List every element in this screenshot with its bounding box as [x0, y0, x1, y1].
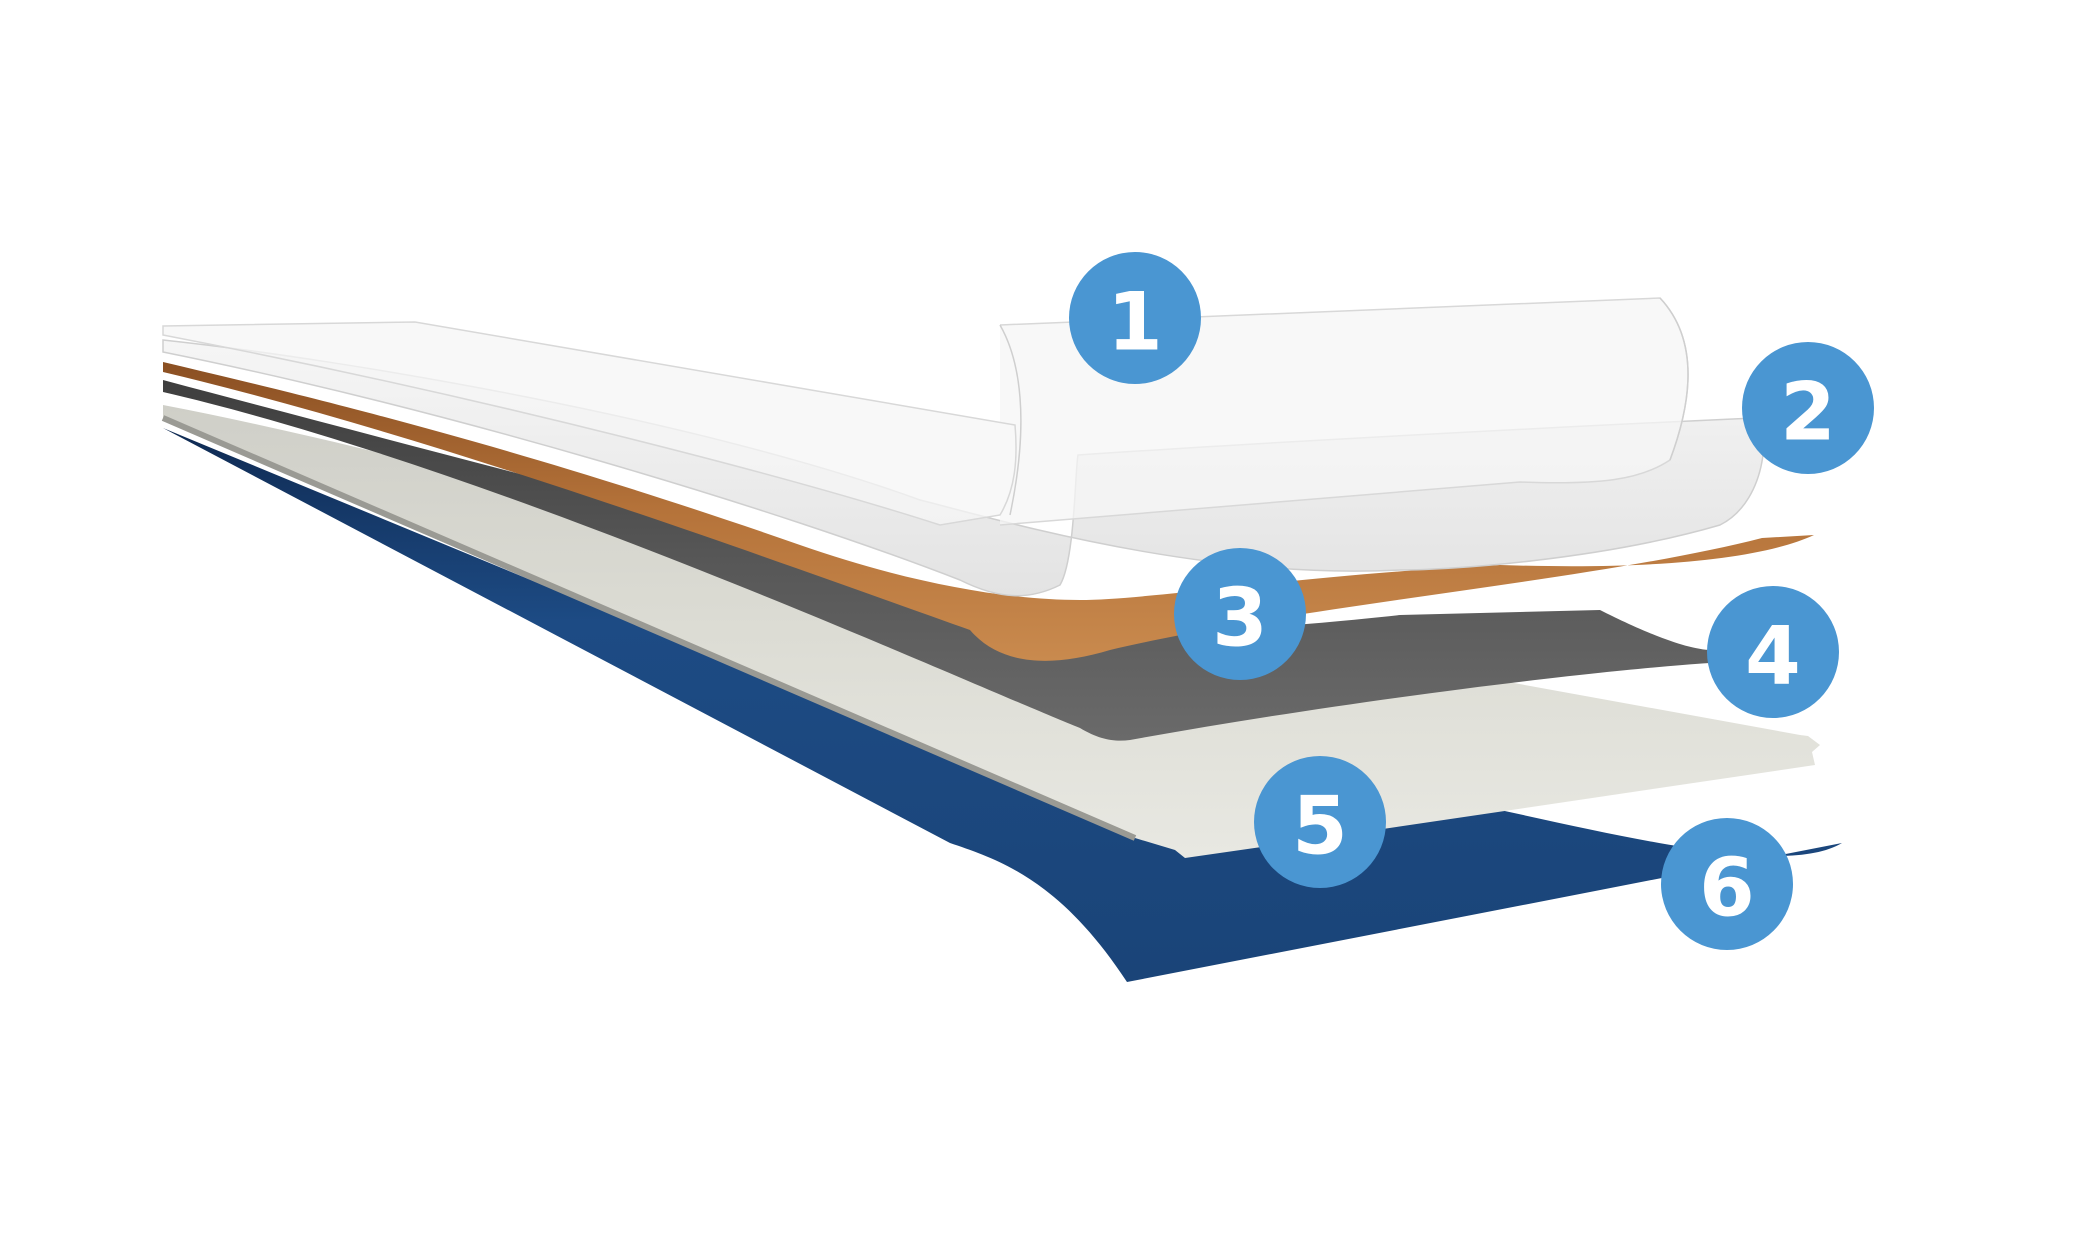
badge-number: 3 [1212, 572, 1268, 665]
badge-circle [1742, 342, 1874, 474]
layer-6-badge: 6 [1661, 818, 1793, 950]
badge-circle [1069, 252, 1201, 384]
layer-5-badge: 5 [1254, 756, 1386, 888]
layer-4-badge: 4 [1707, 586, 1839, 718]
layer-2-badge: 2 [1742, 342, 1874, 474]
badge-circle [1174, 548, 1306, 680]
layer-1-top-coat-curl [999, 297, 1689, 516]
layer-6-backing [163, 428, 1842, 982]
layer-3-badge: 3 [1174, 548, 1306, 680]
layer-3-decor [163, 362, 1814, 661]
layer-1-badge: 1 [1069, 252, 1201, 384]
badge-number: 1 [1107, 276, 1163, 369]
badge-number: 4 [1745, 610, 1801, 703]
badge-circle [1707, 586, 1839, 718]
badge-number: 2 [1780, 366, 1836, 459]
badge-number: 5 [1292, 780, 1348, 873]
badge-circle [1661, 818, 1793, 950]
layer-4-underlay [163, 380, 1712, 741]
badge-number: 6 [1699, 842, 1755, 935]
layer-5-core-edge [161, 415, 1137, 841]
badge-circle [1254, 756, 1386, 888]
